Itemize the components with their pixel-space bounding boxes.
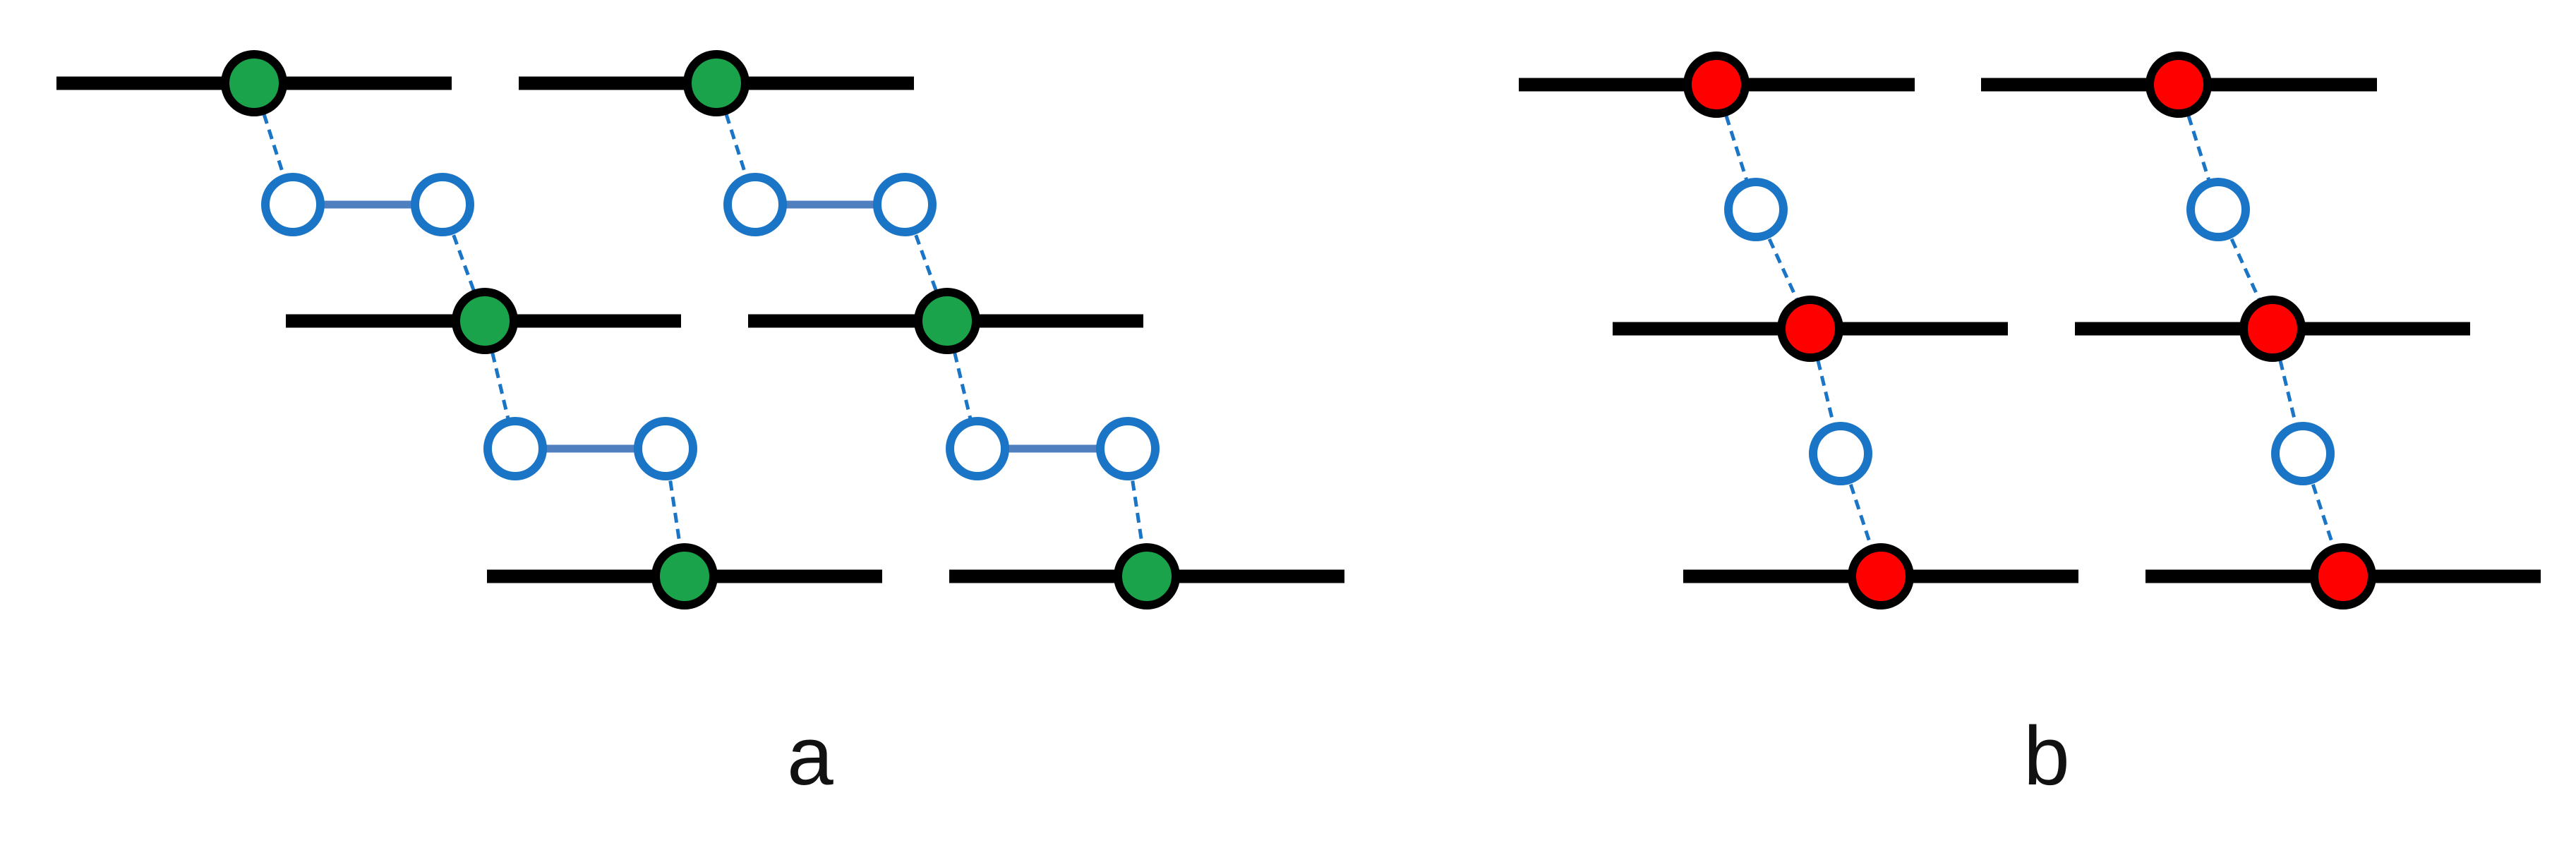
- open-node: [723, 173, 787, 236]
- filled-node: [2145, 51, 2212, 118]
- open-node: [2271, 422, 2335, 485]
- filled-node: [651, 543, 718, 609]
- filled-node: [1114, 543, 1180, 609]
- panel-label-a: a: [787, 710, 833, 803]
- filled-node: [1683, 51, 1750, 118]
- open-node: [261, 173, 325, 236]
- open-node: [1724, 178, 1788, 241]
- filled-node: [2310, 543, 2376, 609]
- filled-node: [221, 50, 287, 116]
- open-node: [1096, 417, 1160, 480]
- open-node: [483, 417, 547, 480]
- filled-node: [452, 288, 518, 354]
- open-node: [634, 417, 697, 480]
- panel-label-b: b: [2023, 710, 2070, 803]
- filled-node: [2239, 296, 2306, 362]
- open-node: [1809, 422, 1872, 485]
- open-node: [2186, 178, 2250, 241]
- panel-b: [1519, 51, 2541, 609]
- filled-node: [1848, 543, 1914, 609]
- panel-a: [56, 50, 1344, 609]
- open-node: [946, 417, 1009, 480]
- open-node: [873, 173, 937, 236]
- open-node: [411, 173, 474, 236]
- filled-node: [1777, 296, 1843, 362]
- filled-node: [914, 288, 980, 354]
- filled-node: [683, 50, 750, 116]
